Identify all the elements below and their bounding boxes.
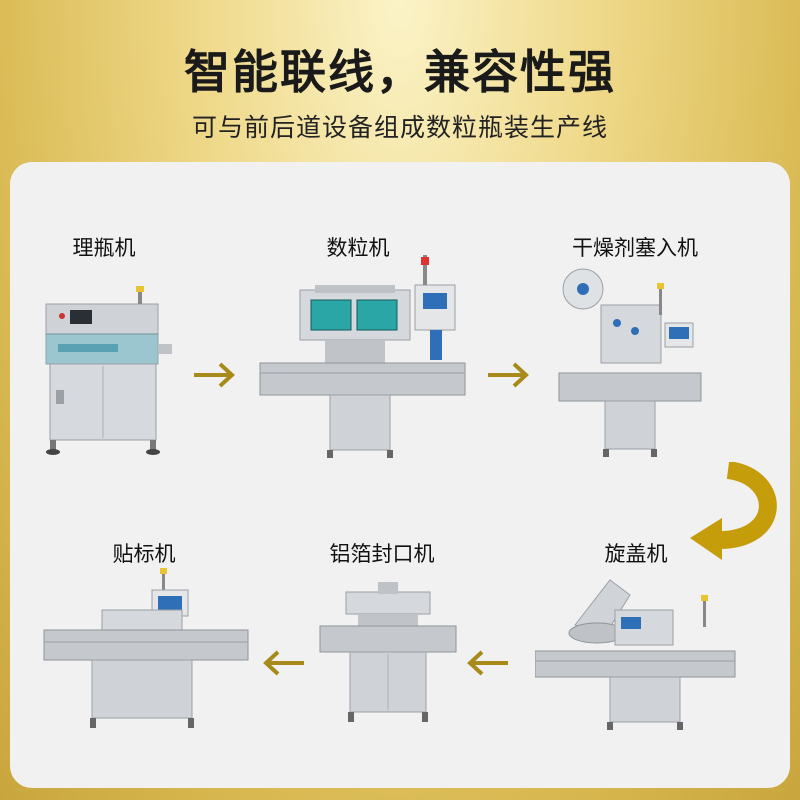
arrow-left-icon [467, 650, 508, 676]
label-labeler: 贴标机 [112, 542, 176, 566]
foil-sealer-image [319, 582, 457, 722]
label-capper: 旋盖机 [604, 542, 668, 566]
label-tablet-counter: 数粒机 [326, 236, 390, 260]
desiccant-inserter-image [558, 268, 702, 457]
label-foil-sealer: 铝箔封口机 [329, 542, 435, 566]
label-bottle-unscrambler: 理瓶机 [72, 236, 136, 260]
arrow-right-icon [194, 362, 235, 388]
arrow-right-icon [488, 362, 529, 388]
labeler-image [43, 568, 249, 728]
header: 智能联线，兼容性强 可与前后道设备组成数粒瓶装生产线 [0, 0, 800, 160]
arrow-left-icon [263, 650, 304, 676]
tablet-counter-image [259, 255, 466, 458]
curved-arrow-icon [690, 462, 777, 560]
bottle-unscrambler-image [45, 286, 172, 455]
page-title: 智能联线，兼容性强 [184, 45, 616, 99]
page-subtitle: 可与前后道设备组成数粒瓶装生产线 [191, 113, 608, 142]
label-desiccant-inserter: 干燥剂塞入机 [572, 236, 698, 260]
capper-image [535, 579, 736, 730]
